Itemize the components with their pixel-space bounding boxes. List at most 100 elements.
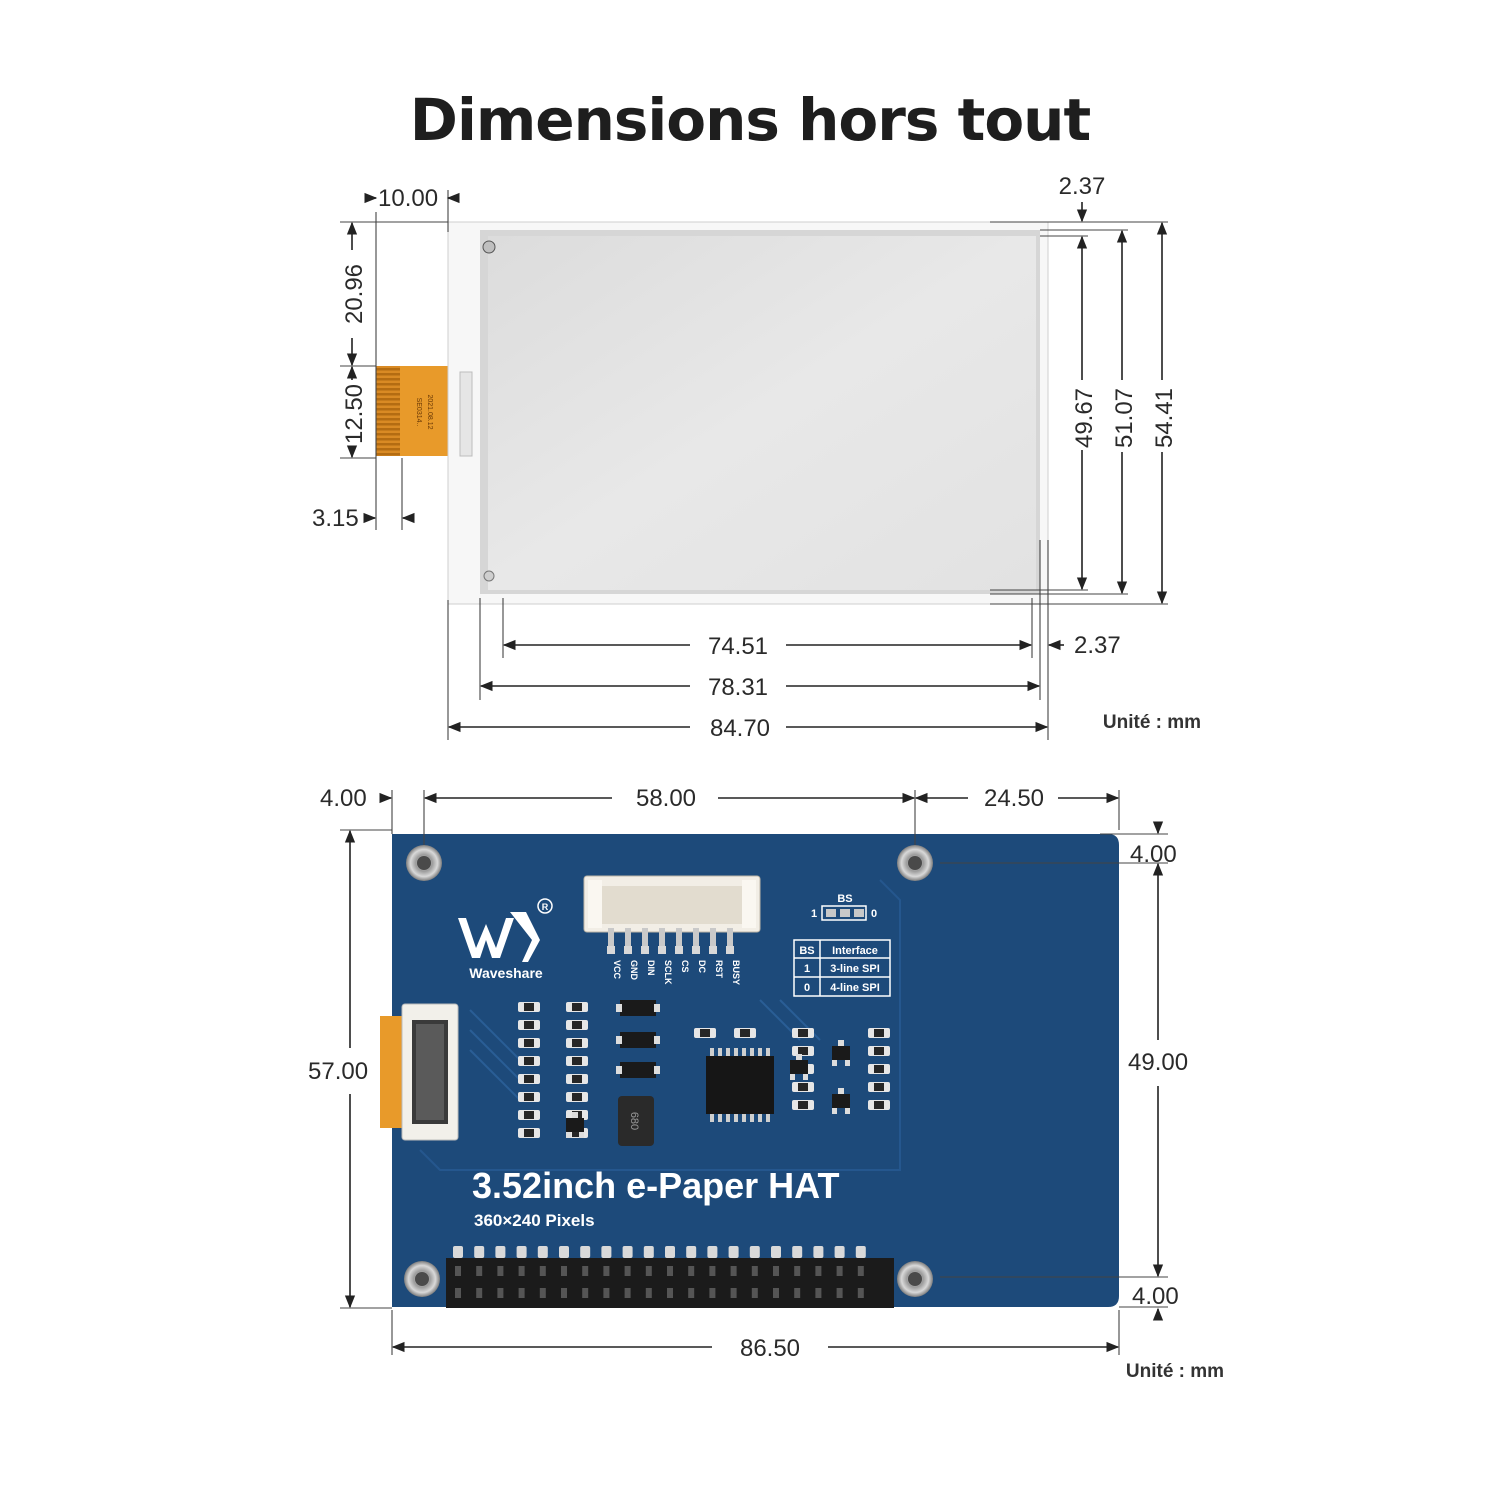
- ic-pin: [742, 1114, 746, 1122]
- fpc-contact: [376, 438, 402, 441]
- dim-right-gap: 2.37: [1047, 632, 1121, 659]
- smd-components: [518, 1000, 890, 1138]
- gpio-socket: [582, 1266, 589, 1276]
- pin-pad: [607, 946, 615, 954]
- fpc-contact: [376, 423, 402, 426]
- dim-fpc-offset: 10.00: [364, 185, 460, 212]
- dim-label: 49.67: [1071, 388, 1098, 448]
- gpio-pin: [601, 1246, 612, 1258]
- gpio-pin: [516, 1246, 527, 1258]
- dim-panel-width: 78.31: [479, 674, 1041, 701]
- waveshare-logo: R Waveshare: [458, 898, 553, 981]
- brand-label: Waveshare: [469, 965, 543, 981]
- active-area: [488, 236, 1036, 590]
- table-cell: 0: [804, 982, 810, 994]
- dim-label: 57.00: [308, 1058, 368, 1085]
- gpio-socket: [518, 1266, 525, 1276]
- gpio-socket: [539, 1288, 546, 1298]
- smd-body: [798, 1047, 808, 1055]
- gpio-socket: [688, 1288, 695, 1298]
- dim-label: 4.00: [1130, 841, 1177, 868]
- gpio-pin: [855, 1246, 866, 1258]
- bs-jumper: BS 1 0: [811, 893, 877, 921]
- smd-lead: [845, 1108, 850, 1114]
- smd-transistor: [620, 1000, 656, 1016]
- smd-body: [524, 1111, 534, 1119]
- gpio-socket: [518, 1288, 525, 1298]
- page-title: Dimensions hors tout: [409, 86, 1091, 154]
- ic-pin: [758, 1048, 762, 1056]
- resolution-label: 360×240 Pixels: [474, 1211, 595, 1230]
- inductor-marking: 680: [628, 1112, 640, 1130]
- gpio-pin: [495, 1246, 506, 1258]
- ic-pin: [734, 1048, 738, 1056]
- dim-label: 2.37: [1059, 173, 1106, 200]
- smd-transistor: [620, 1032, 656, 1048]
- dim-top-right-gap: 2.37: [1059, 173, 1106, 223]
- smd-transistor: [790, 1060, 808, 1074]
- smd-body: [572, 1075, 582, 1083]
- bs-title: BS: [837, 893, 852, 905]
- smd-body: [572, 1003, 582, 1011]
- gpio-socket: [667, 1266, 673, 1276]
- pin-pad: [675, 946, 683, 954]
- gpio-socket: [455, 1288, 461, 1298]
- unit-label: Unité : mm: [1103, 712, 1201, 733]
- dim-overall-height-hat: 57.00: [308, 829, 368, 1309]
- pin-pad: [709, 946, 717, 954]
- table-cell: 4-line SPI: [830, 982, 880, 994]
- fpc-contact: [376, 388, 402, 391]
- gpio-header: [446, 1246, 894, 1308]
- dim-left-hole-offset: 4.00: [320, 785, 393, 812]
- gpio-socket: [688, 1266, 695, 1276]
- gpio-socket: [497, 1288, 504, 1298]
- gpio-socket: [836, 1266, 843, 1276]
- gpio-socket: [476, 1266, 483, 1276]
- fpc-contact: [376, 433, 402, 436]
- pin-pad: [658, 946, 666, 954]
- table-cell: 3-line SPI: [830, 963, 880, 975]
- gpio-pin: [792, 1246, 803, 1258]
- dim-label: 58.00: [636, 785, 696, 812]
- dim-fpc-width: 12.50: [341, 365, 368, 459]
- connector-pin: [659, 928, 665, 946]
- gpio-pin: [665, 1246, 675, 1258]
- epaper-display-drawing: SE0314.. 2021.08.12: [312, 173, 1201, 742]
- smd-lead: [572, 1112, 578, 1118]
- smd-body: [874, 1083, 884, 1091]
- dim-label: 78.31: [708, 674, 768, 701]
- smd-body: [874, 1101, 884, 1109]
- fpc-contact: [376, 448, 402, 451]
- ic-pin: [726, 1048, 730, 1056]
- smd-body: [798, 1083, 808, 1091]
- gpio-socket: [603, 1288, 610, 1298]
- dim-label: 4.00: [320, 785, 367, 812]
- fpc-contact: [376, 408, 402, 411]
- gpio-socket: [455, 1266, 461, 1276]
- gpio-pin: [749, 1246, 760, 1258]
- fpc-contact: [376, 373, 402, 376]
- smd-body: [798, 1029, 808, 1037]
- bs-one: 1: [811, 908, 817, 920]
- pin-pad: [624, 946, 632, 954]
- smd-lead: [654, 1004, 660, 1012]
- gpio-socket: [857, 1288, 864, 1298]
- smd-lead: [654, 1066, 660, 1074]
- smd-body: [740, 1029, 750, 1037]
- gpio-pin: [622, 1246, 633, 1258]
- gpio-pin: [643, 1246, 654, 1258]
- dim-fpc-top: 20.96: [341, 221, 368, 367]
- gpio-socket: [645, 1266, 652, 1276]
- fpc-marking-2: 2021.08.12: [426, 394, 433, 429]
- smd-transistor: [620, 1062, 656, 1078]
- gpio-socket: [730, 1288, 737, 1298]
- dim-active-height: 49.67: [1071, 235, 1098, 591]
- gpio-socket: [645, 1288, 652, 1298]
- fpc-contact: [376, 378, 402, 381]
- bs-zero: 0: [871, 908, 877, 920]
- ic-pin: [726, 1114, 730, 1122]
- gpio-socket: [857, 1266, 864, 1276]
- dim-hole-spacing-x: 58.00: [423, 785, 916, 812]
- table-header: BS: [799, 945, 814, 957]
